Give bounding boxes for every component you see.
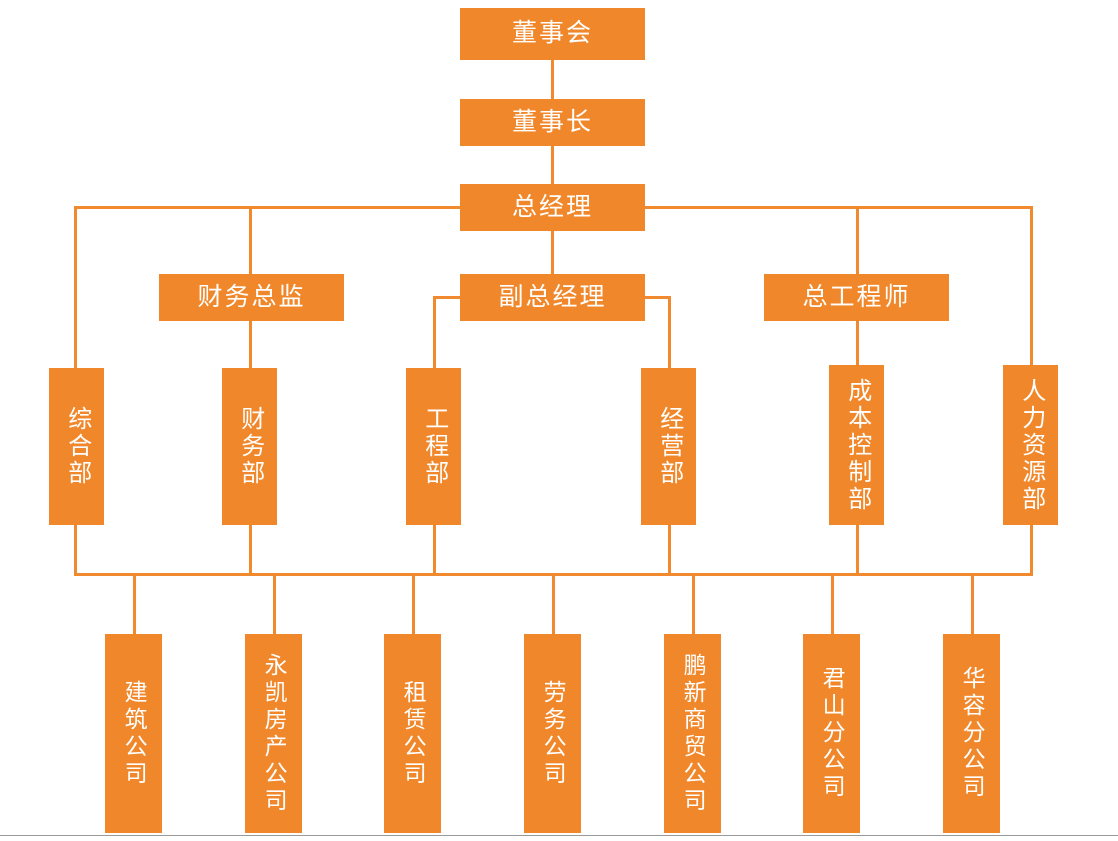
node-label: 成本控制部 — [843, 377, 871, 513]
node-cost-control-dept[interactable]: 成本控制部 — [829, 365, 884, 525]
connector-operations-down — [668, 524, 671, 576]
node-label: 财务部 — [236, 406, 264, 487]
connector-cfo-to-finance — [249, 320, 252, 370]
connector-bus-to-chief-engineer — [856, 206, 859, 274]
node-labor-co[interactable]: 劳务公司 — [524, 634, 581, 833]
node-operations-dept[interactable]: 经营部 — [641, 368, 696, 525]
bus-top-left — [74, 206, 462, 209]
connector-chief-engineer-to-cost-control — [856, 320, 859, 368]
node-label: 财务总监 — [197, 282, 306, 311]
node-junshan-branch-co[interactable]: 君山分公司 — [803, 634, 860, 833]
node-engineering-dept[interactable]: 工程部 — [406, 368, 461, 525]
node-board[interactable]: 董事会 — [460, 8, 645, 60]
connector-board-to-chairman — [551, 60, 554, 100]
connector-deputy-right-v — [668, 296, 671, 370]
node-huarong-branch-co[interactable]: 华容分公司 — [943, 634, 1000, 833]
connector-cost-control-down — [856, 524, 859, 576]
bus-top-right — [643, 206, 1033, 209]
connector-human-resources-down — [1030, 524, 1033, 576]
node-pengxin-trading-co[interactable]: 鹏新商贸公司 — [664, 634, 721, 833]
connector-deputy-left-h — [433, 296, 461, 299]
node-label: 劳务公司 — [540, 679, 567, 788]
node-label: 华容分公司 — [959, 666, 986, 801]
node-label: 君山分公司 — [819, 666, 846, 801]
node-label: 建筑公司 — [121, 679, 148, 788]
connector-bus-to-human-resources — [1030, 206, 1033, 370]
connector-bus-to-general-affairs — [74, 206, 77, 370]
node-cfo[interactable]: 财务总监 — [159, 274, 344, 321]
node-label: 综合部 — [63, 406, 91, 487]
connector-bus-to-junshan-branch — [831, 573, 834, 634]
node-label: 鹏新商贸公司 — [680, 652, 707, 815]
node-label: 总经理 — [511, 192, 593, 221]
connector-bus-to-construction-co — [133, 573, 136, 634]
connector-general-affairs-down — [74, 524, 77, 576]
connector-deputy-right-h — [643, 296, 671, 299]
node-finance-dept[interactable]: 财务部 — [222, 368, 277, 525]
node-label: 人力资源部 — [1017, 377, 1045, 513]
node-deputy-general-manager[interactable]: 副总经理 — [460, 274, 645, 321]
node-chief-engineer[interactable]: 总工程师 — [764, 274, 949, 321]
connector-bus-to-cfo — [249, 206, 252, 274]
node-label: 董事长 — [511, 107, 593, 136]
connector-engineering-down — [433, 524, 436, 576]
node-label: 永凯房产公司 — [261, 652, 288, 815]
connector-bus-to-leasing-co — [412, 573, 415, 634]
node-label: 工程部 — [420, 406, 448, 487]
node-human-resources-dept[interactable]: 人力资源部 — [1003, 365, 1058, 525]
connector-finance-down — [249, 524, 252, 576]
node-general-affairs-dept[interactable]: 综合部 — [49, 368, 104, 525]
connector-bus-to-huarong-branch — [971, 573, 974, 634]
connector-deputy-left-v — [433, 296, 436, 370]
node-label: 租赁公司 — [400, 679, 427, 788]
connector-gm-to-deputy-gm — [551, 230, 554, 274]
node-label: 经营部 — [655, 406, 683, 487]
node-label: 总工程师 — [802, 282, 911, 311]
node-leasing-co[interactable]: 租赁公司 — [384, 634, 441, 833]
bottom-divider — [0, 835, 1118, 836]
node-general-manager[interactable]: 总经理 — [460, 184, 645, 231]
node-construction-co[interactable]: 建筑公司 — [105, 634, 162, 833]
connector-bus-to-yongkai-realty — [273, 573, 276, 634]
connector-bus-to-pengxin-trading — [692, 573, 695, 634]
node-yongkai-realty-co[interactable]: 永凯房产公司 — [245, 634, 302, 833]
node-label: 董事会 — [511, 19, 593, 48]
connector-bus-to-labor-co — [552, 573, 555, 634]
connector-chairman-to-gm — [551, 146, 554, 186]
node-chairman[interactable]: 董事长 — [460, 99, 645, 146]
node-label: 副总经理 — [498, 282, 607, 311]
